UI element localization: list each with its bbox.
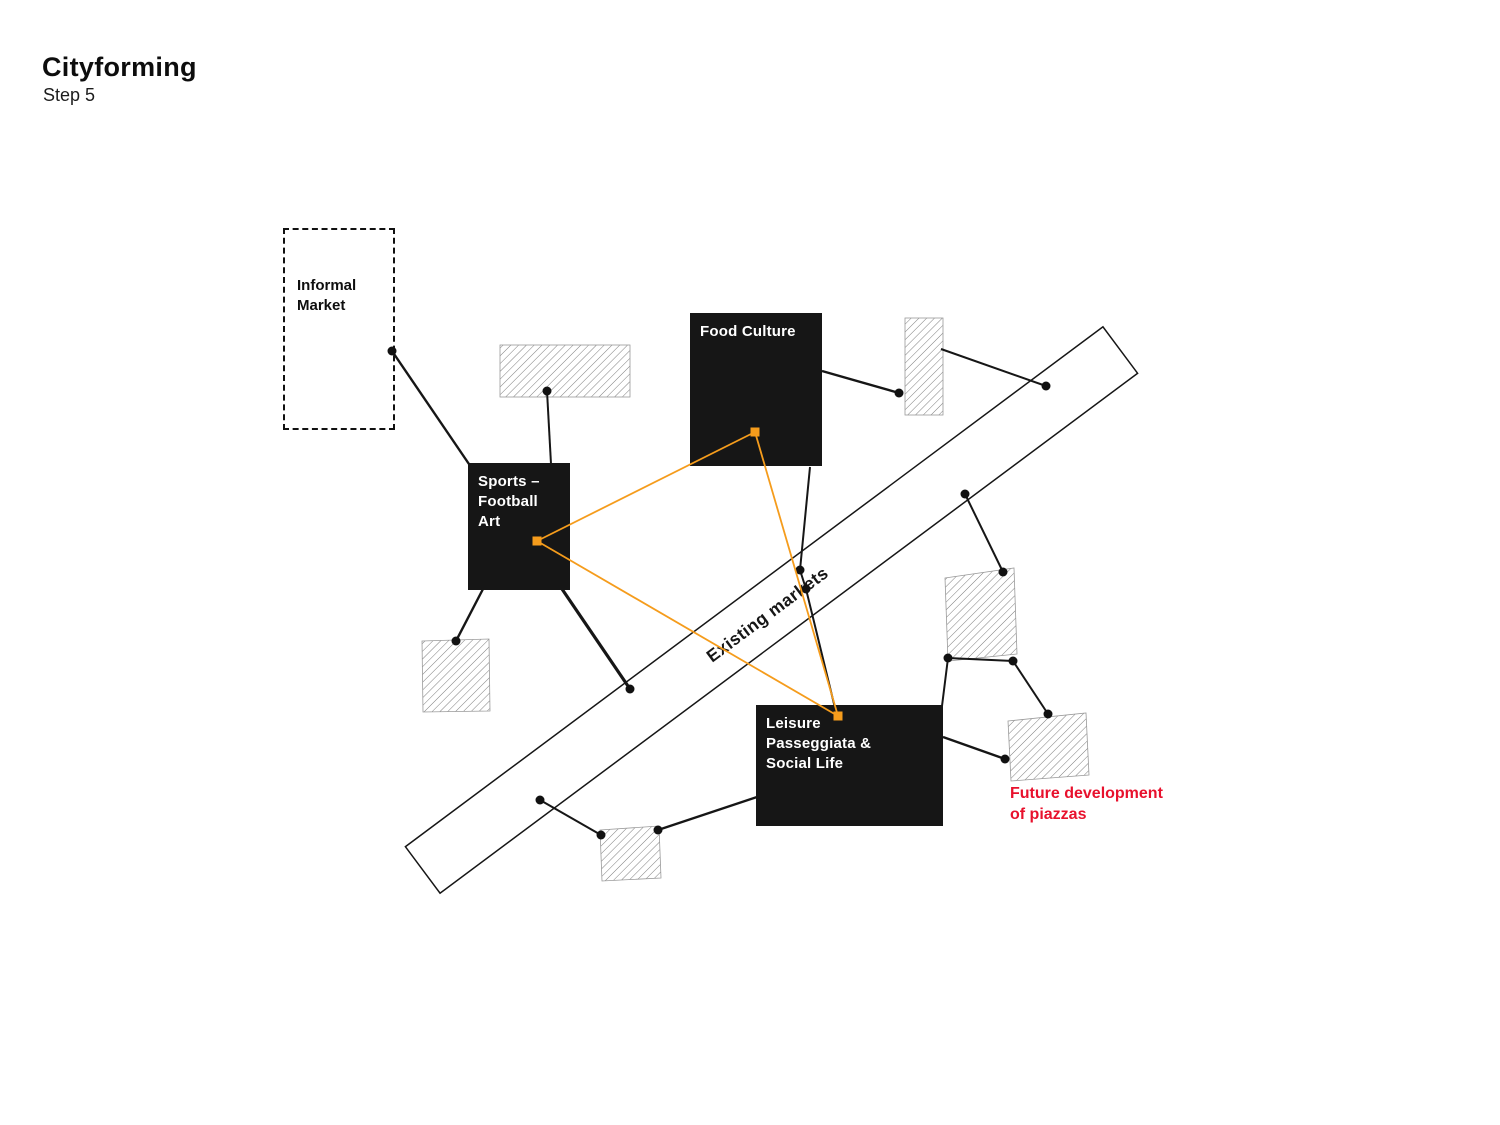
node-dot	[542, 386, 552, 396]
future-development-note: Future development of piazzas	[1010, 785, 1163, 823]
hatched-area	[944, 567, 1018, 662]
connector-line	[546, 390, 552, 465]
node-dot	[795, 565, 805, 575]
node-dot	[1008, 656, 1018, 666]
connector-line	[539, 799, 602, 836]
black-box-food-culture: Food Culture	[690, 313, 822, 466]
node-dot	[451, 636, 461, 646]
hatched-area	[1007, 712, 1090, 782]
connector-line	[560, 588, 632, 690]
node-dot	[535, 795, 545, 805]
page-title: Cityforming	[42, 52, 197, 82]
connector-line	[947, 657, 1014, 662]
node-dot	[801, 584, 811, 594]
node-dot	[1000, 754, 1010, 764]
connector-line	[941, 657, 949, 707]
connector-line	[964, 493, 1004, 573]
node-dot	[596, 830, 606, 840]
connector-line	[391, 350, 472, 468]
dashed-box-informal-market: Informal Market	[283, 228, 395, 430]
node-dot	[625, 684, 635, 694]
connector-line	[1012, 660, 1049, 715]
connector-line	[657, 795, 758, 832]
connector-line	[942, 735, 1006, 761]
node-dot	[1041, 381, 1051, 391]
hatched-area	[904, 317, 944, 416]
node-dot	[998, 567, 1008, 577]
node-dot	[653, 825, 663, 835]
connector-line	[940, 348, 1047, 387]
black-box-sports-football-art: Sports – Football Art	[468, 463, 570, 590]
node-dot	[894, 388, 904, 398]
hatched-area	[499, 344, 631, 398]
hatched-area	[599, 825, 662, 882]
node-dot	[960, 489, 970, 499]
node-dot	[943, 653, 953, 663]
page-subtitle: Step 5	[43, 85, 96, 105]
connector-line	[454, 588, 485, 642]
connector-line	[821, 369, 900, 395]
node-dot	[1043, 709, 1053, 719]
hatched-area	[421, 638, 491, 713]
black-box-leisure-passeggiata: Leisure Passeggiata & Social Life	[756, 705, 943, 826]
